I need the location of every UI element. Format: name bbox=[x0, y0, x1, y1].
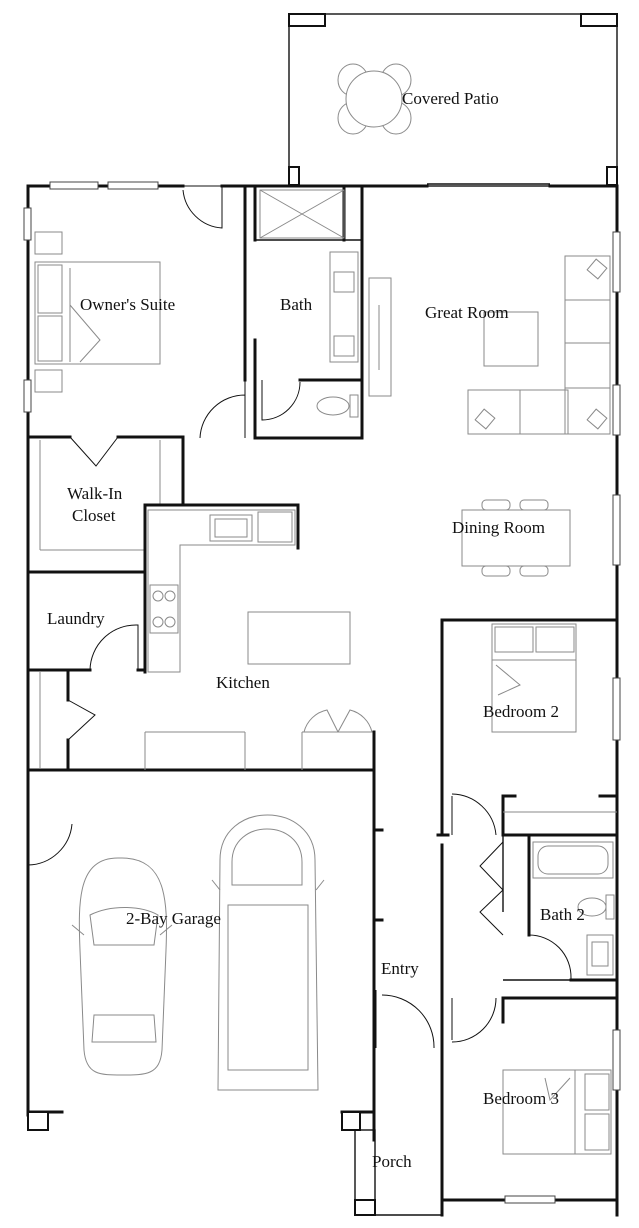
walk-in-closet-label-line1: Walk-In bbox=[67, 484, 123, 503]
fireplace-icon bbox=[368, 277, 392, 397]
bath-2-toilet-icon bbox=[577, 894, 615, 920]
walk-in-closet-label-line2: Closet bbox=[72, 506, 116, 525]
kitchen-counter-icon bbox=[147, 509, 296, 673]
toilet-icon bbox=[316, 394, 359, 418]
bathtub-icon bbox=[532, 841, 614, 879]
bath-2-label: Bath 2 bbox=[540, 905, 585, 924]
porch-label: Porch bbox=[372, 1152, 412, 1171]
owners-bed-icon bbox=[34, 231, 161, 393]
bedroom-2-label: Bedroom 2 bbox=[483, 702, 560, 721]
kitchen-label: Kitchen bbox=[216, 673, 270, 692]
bedroom-2-bed-icon bbox=[491, 623, 577, 733]
bath-2-sink-icon bbox=[586, 934, 614, 976]
windows bbox=[23, 181, 621, 1204]
sofa-icon bbox=[467, 255, 611, 435]
bedroom-3-bed-icon bbox=[502, 1069, 612, 1155]
covered-patio-area bbox=[288, 13, 618, 187]
garage-label: 2-Bay Garage bbox=[126, 909, 221, 928]
kitchen-island-icon bbox=[247, 611, 351, 665]
car-icon bbox=[71, 857, 173, 1076]
laundry-label: Laundry bbox=[47, 609, 105, 628]
bedroom-3-label: Bedroom 3 bbox=[483, 1089, 560, 1108]
bath-label: Bath bbox=[280, 295, 313, 314]
bath-vanity-icon bbox=[329, 251, 359, 363]
dining-room-label: Dining Room bbox=[452, 518, 546, 537]
great-room-label: Great Room bbox=[425, 303, 509, 322]
entry-label: Entry bbox=[381, 959, 419, 978]
stove-icon bbox=[149, 584, 179, 634]
pantry-door-icon bbox=[303, 709, 373, 733]
interior-walls bbox=[26, 184, 619, 1217]
doors bbox=[27, 185, 572, 1049]
dining-table-icon bbox=[461, 499, 571, 577]
van-icon bbox=[211, 814, 325, 1091]
patio-table-icon bbox=[337, 63, 412, 135]
covered-patio-label: Covered Patio bbox=[402, 89, 499, 108]
owners-suite-label: Owner's Suite bbox=[80, 295, 176, 314]
